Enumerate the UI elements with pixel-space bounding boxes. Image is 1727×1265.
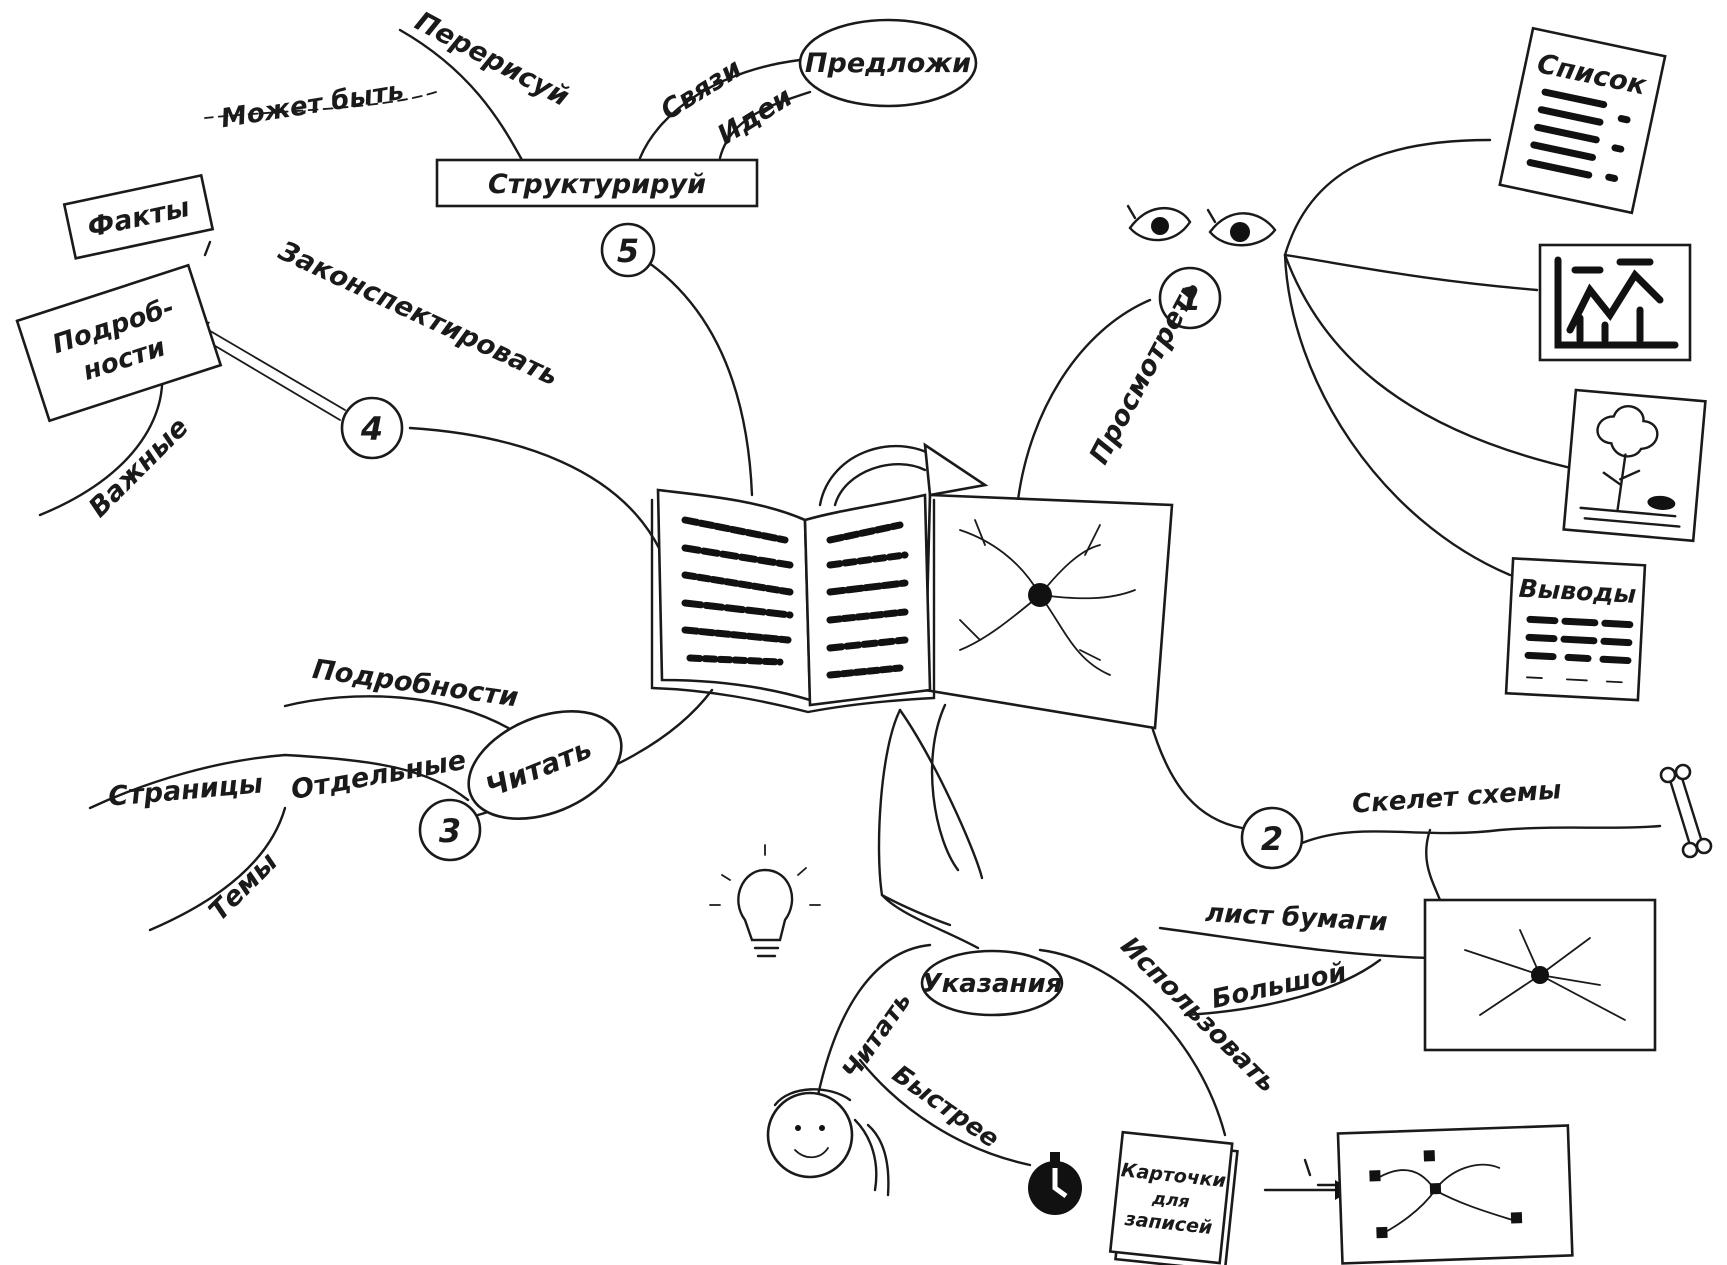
bone-icon [1659,763,1713,859]
branch-5: 5 Структурируй Перерисуй Может быть Связ… [219,6,978,278]
details-box [15,263,223,423]
instructions-label: Указания [922,969,1063,999]
pointing-hand-icon [877,703,980,950]
summarize-label: Законспектировать [273,235,563,392]
number-1: 1 [1179,280,1201,318]
face-icon [766,1088,890,1197]
light-bulb-icon [709,844,821,958]
skeleton-label: Скелет схемы [1351,775,1562,820]
important-label: Важные [83,412,195,524]
structure-label: Структурируй [488,169,706,200]
number-circle-3 [418,798,482,862]
mind-map-skeleton-icon [1423,898,1657,1052]
suggest-label: Предложи [805,48,971,79]
branch-lines [38,28,1662,1187]
center-image [650,442,1174,730]
maybe-label: Может быть [219,76,406,135]
instructions-branch: Указания Читать Быстрее Использовать [709,703,1574,1265]
branch-2: 2 Скелет схемы лист бумаги Большой [1204,763,1713,1052]
read-ellipse [467,710,623,820]
open-book-icon [650,488,936,714]
pages-label: Страницы [107,768,264,812]
chart-sheet-icon [1538,243,1692,362]
eyes-icon [1126,204,1277,247]
cards-label-line2: для [1150,1189,1190,1213]
use-label: Использовать [1114,931,1282,1099]
number-circle-4 [340,396,404,460]
large-label: Большой [1209,957,1349,1015]
branch-4: 4 Законспектировать Факты Подроб- ности … [15,173,563,524]
number-2: 2 [1261,820,1283,858]
paper-sheet-label: лист бумаги [1204,898,1388,938]
stopwatch-icon [1028,1152,1082,1215]
facts-box [62,173,215,260]
conclusions-sheet-icon: Выводы [1504,557,1647,702]
look-through-label: Просмотреть [1084,276,1207,470]
structure-box [435,158,759,208]
number-circle-5 [600,222,656,278]
curved-arrow-icon [818,442,989,507]
small-map-icon [1336,1124,1574,1265]
cards-icon: Карточки для записей [1108,1130,1239,1265]
redraw-label: Перерисуй [410,6,574,113]
number-4: 4 [360,410,383,448]
separate-label: Отдельные [289,745,469,806]
branch-1: 1 Просмотреть Список [1084,26,1707,702]
list-sheet-icon: Список [1498,26,1667,215]
suggest-ellipse [798,18,978,108]
branch-3: Читать 3 Подробности Отдельные Страницы … [107,654,623,928]
details-label: Подробности [310,654,520,714]
number-circle-1 [1158,266,1222,330]
conclusions-label: Выводы [1518,574,1637,609]
number-5: 5 [617,232,639,270]
number-3: 3 [439,812,461,850]
mind-map-sheet-icon [923,493,1174,730]
tree-picture-icon [1562,388,1707,543]
number-circle-2 [1240,806,1304,870]
instructions-ellipse [920,949,1064,1017]
topics-label: Темы [203,847,284,928]
